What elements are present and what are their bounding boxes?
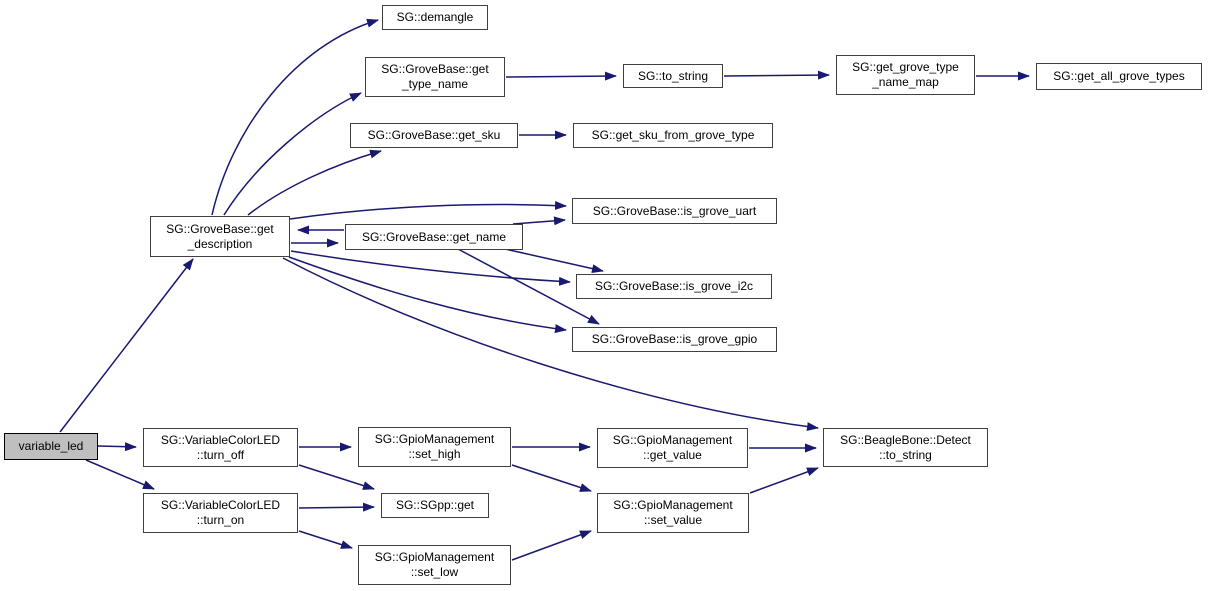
edge-get_name-to-is_grove_gpio bbox=[457, 248, 600, 325]
node-set_low[interactable]: SG::GpioManagement ::set_low bbox=[358, 545, 511, 585]
edge-turn_on-to-sgpp_get bbox=[298, 502, 375, 512]
edge-variable_led-to-get_description bbox=[59, 258, 194, 433]
node-bb_detect_to_string[interactable]: SG::BeagleBone::Detect ::to_string bbox=[823, 428, 988, 467]
node-turn_on[interactable]: SG::VariableColorLED ::turn_on bbox=[143, 493, 298, 533]
node-get_name[interactable]: SG::GroveBase::get_name bbox=[345, 224, 523, 250]
edge-get_name-to-is_grove_i2c bbox=[504, 248, 604, 273]
node-get_sku_from_grove_type[interactable]: SG::get_sku_from_grove_type bbox=[573, 123, 773, 148]
edge-get_name-to-is_grove_uart bbox=[512, 216, 566, 226]
edge-variable_led-to-turn_off bbox=[97, 442, 137, 452]
edge-turn_off-to-sgpp_get bbox=[298, 464, 375, 490]
node-sgpp_get[interactable]: SG::SGpp::get bbox=[381, 493, 489, 518]
node-get_sku[interactable]: SG::GroveBase::get_sku bbox=[350, 123, 518, 148]
node-demangle[interactable]: SG::demangle bbox=[382, 5, 488, 30]
node-get_description[interactable]: SG::GroveBase::get _description bbox=[150, 216, 290, 257]
node-is_grove_gpio[interactable]: SG::GroveBase::is_grove_gpio bbox=[572, 327, 777, 352]
edge-get_description-to-demangle bbox=[211, 18, 379, 216]
node-is_grove_uart[interactable]: SG::GroveBase::is_grove_uart bbox=[572, 198, 777, 224]
node-set_high[interactable]: SG::GpioManagement ::set_high bbox=[358, 427, 511, 467]
node-variable_led: variable_led bbox=[4, 433, 98, 460]
node-get_value[interactable]: SG::GpioManagement ::get_value bbox=[597, 428, 748, 468]
edge-get_description-to-get_type_name bbox=[223, 92, 362, 216]
node-turn_off[interactable]: SG::VariableColorLED ::turn_off bbox=[143, 428, 298, 467]
edge-get_type_name-to-to_string bbox=[505, 71, 617, 81]
edge-set_value-to-bb_detect_to_string bbox=[749, 467, 819, 494]
node-get_grove_type_name_map[interactable]: SG::get_grove_type _name_map bbox=[836, 55, 975, 95]
edge-turn_on-to-set_low bbox=[298, 530, 353, 549]
edge-get_description-to-is_grove_uart bbox=[289, 200, 567, 220]
edge-get_description-to-is_grove_gpio bbox=[288, 256, 567, 334]
node-get_all_grove_types[interactable]: SG::get_all_grove_types bbox=[1036, 63, 1202, 90]
edge-variable_led-to-turn_on bbox=[85, 459, 155, 490]
edge-get_description-to-is_grove_i2c bbox=[290, 250, 571, 286]
edge-set_low-to-set_value bbox=[511, 530, 592, 561]
node-to_string[interactable]: SG::to_string bbox=[623, 64, 723, 88]
edge-get_description-to-get_sku bbox=[247, 149, 382, 216]
node-set_value[interactable]: SG::GpioManagement ::set_value bbox=[597, 493, 749, 533]
node-get_type_name[interactable]: SG::GroveBase::get _type_name bbox=[365, 57, 505, 97]
edge-get_description-to-bb_detect_to_string bbox=[282, 257, 819, 432]
node-is_grove_i2c[interactable]: SG::GroveBase::is_grove_i2c bbox=[576, 274, 772, 299]
edge-to_string-to-get_grove_type_name_map bbox=[723, 70, 830, 80]
edge-set_high-to-set_value bbox=[511, 464, 592, 492]
